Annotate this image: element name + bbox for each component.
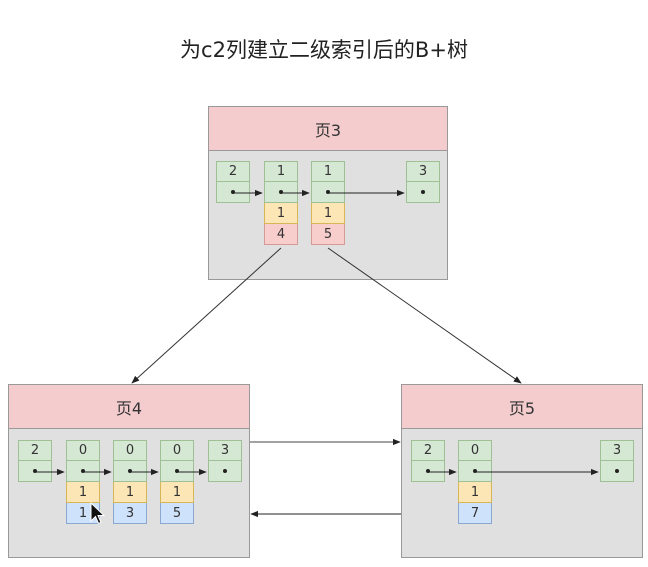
c2-value-cell: 1 [160,482,194,503]
pointer-dot-icon [426,469,430,473]
c2-value-cell: 1 [113,482,147,503]
next-record-pointer [18,461,52,482]
record-type-cell: 0 [66,440,100,461]
next-record-pointer [216,182,250,203]
c2-value-cell: 1 [66,482,100,503]
page-5-header: 页5 [402,385,642,429]
pointer-dot-icon [81,469,85,473]
record: 3 [600,440,634,482]
record: 2 [18,440,52,482]
next-record-pointer [311,182,345,203]
record-type-cell: 2 [411,440,445,461]
pointer-dot-icon [231,190,235,194]
next-record-pointer [160,461,194,482]
record-type-cell: 0 [113,440,147,461]
next-record-pointer [264,182,298,203]
record: 2 [216,161,250,203]
page-4-header: 页4 [9,385,249,429]
next-record-pointer [66,461,100,482]
record-type-cell: 3 [208,440,242,461]
record-type-cell: 1 [311,161,345,182]
next-record-pointer [406,182,440,203]
c2-value-cell: 1 [458,482,492,503]
c2-value-cell: 1 [311,203,345,224]
record: 2 [411,440,445,482]
next-record-pointer [411,461,445,482]
record-type-cell: 0 [458,440,492,461]
pointer-dot-icon [175,469,179,473]
next-record-pointer [600,461,634,482]
pointer-dot-icon [33,469,37,473]
page-number-cell: 4 [264,224,298,245]
primary-key-cell: 7 [458,503,492,524]
record: 3 [208,440,242,482]
record: 3 [406,161,440,203]
pointer-dot-icon [128,469,132,473]
record-type-cell: 2 [216,161,250,182]
next-record-pointer [113,461,147,482]
next-record-pointer [458,461,492,482]
primary-key-cell: 3 [113,503,147,524]
next-record-pointer [208,461,242,482]
pointer-dot-icon [473,469,477,473]
record-type-cell: 2 [18,440,52,461]
primary-key-cell: 5 [160,503,194,524]
record-type-cell: 0 [160,440,194,461]
mouse-cursor-icon [90,502,106,525]
pointer-dot-icon [615,469,619,473]
page-number-cell: 5 [311,224,345,245]
diagram-title: 为c2列建立二级索引后的B+树 [180,38,468,62]
record-type-cell: 3 [406,161,440,182]
page-3-header: 页3 [209,107,447,151]
pointer-dot-icon [279,190,283,194]
record-type-cell: 1 [264,161,298,182]
record-type-cell: 3 [600,440,634,461]
pointer-dot-icon [223,469,227,473]
pointer-dot-icon [326,190,330,194]
c2-value-cell: 1 [264,203,298,224]
pointer-dot-icon [421,190,425,194]
